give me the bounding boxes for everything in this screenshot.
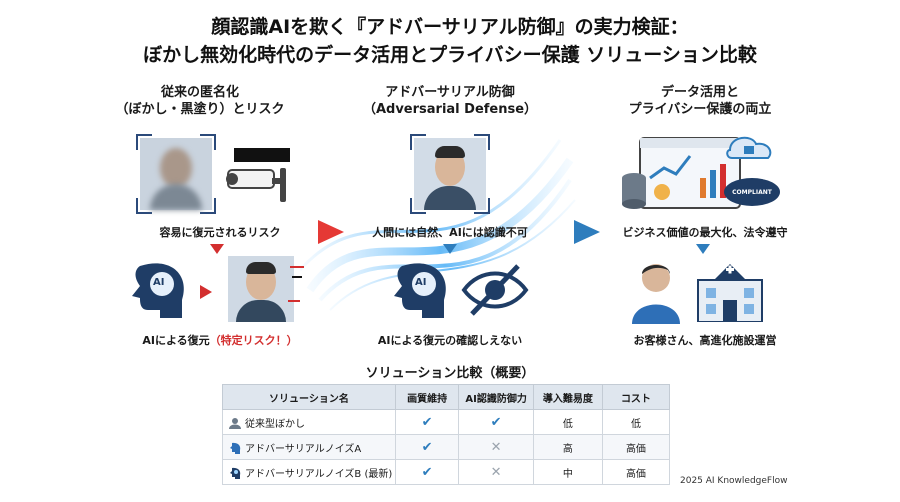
title-line-2: ぼかし無効化時代のデータ活用とプライバシー保護 ソリューション比較 <box>143 44 757 66</box>
right-head-line2: プライバシー保護の両立 <box>628 102 772 117</box>
check-icon: ✔ <box>421 414 433 430</box>
defense-cell: ✕ <box>458 434 534 460</box>
left-ai-label: AI <box>153 277 165 288</box>
facility-building-icon <box>697 264 763 322</box>
difficulty-cell: 中 <box>532 459 603 485</box>
blurred-face-photo <box>136 134 216 214</box>
left-caption-top: 容易に復元されるリスク <box>159 226 281 239</box>
quality-cell: ✔ <box>394 434 460 460</box>
column-header: コスト <box>601 384 671 410</box>
restored-face-photo <box>228 256 294 322</box>
column-header: 画質維持 <box>394 384 460 410</box>
customer-icon <box>632 264 680 324</box>
defense-cell: ✔ <box>458 409 534 435</box>
check-icon: ✔ <box>421 464 433 480</box>
glitch-line <box>290 266 304 268</box>
red-right-arrow <box>200 285 212 299</box>
footer-credit: 2025 AI KnowledgeFlow <box>680 476 788 486</box>
table-row: アドバーサリアルノイズA ✔ ✕ 高 高価 <box>222 434 671 460</box>
middle-ai-label: AI <box>415 277 427 288</box>
right-caption-bottom: お客様さん、高進化施設運営 <box>633 334 777 347</box>
middle-column-heading: アドバーサリアル防御 （Adversarial Defense） <box>340 84 560 118</box>
defense-cell: ✕ <box>458 459 534 485</box>
solution-name-cell: 従来型ぼかし <box>222 409 396 435</box>
blue-down-arrow <box>443 244 457 254</box>
glitch-line <box>288 300 300 302</box>
data-dashboard-illustration <box>622 136 772 209</box>
left-caption-bottom: AIによる復元（特定リスク！） <box>120 332 320 348</box>
quality-cell: ✔ <box>394 409 460 435</box>
cost-cell: 低 <box>601 409 671 435</box>
left-caption-bottom-red: （特定リスク！） <box>209 334 298 347</box>
left-column-heading: 従来の匿名化 （ぼかし・黒塗り）とリスク <box>100 84 300 118</box>
check-icon: ✔ <box>490 414 502 430</box>
quality-cell: ✔ <box>394 459 460 485</box>
solution-name: アドバーサリアルノイズA <box>245 443 362 455</box>
compliant-seal: COMPLIANT <box>724 178 780 206</box>
ai-head-icon <box>132 263 184 318</box>
solution-name: アドバーサリアルノイズB (最新) <box>245 468 393 480</box>
difficulty-cell: 低 <box>532 409 603 435</box>
solution-name-cell: アドバーサリアルノイズA <box>222 434 396 460</box>
head-profile-icon <box>230 442 241 454</box>
protected-face-photo <box>410 134 490 214</box>
solution-name: 従来型ぼかし <box>245 418 305 430</box>
cross-icon: ✕ <box>490 439 502 455</box>
glitch-line <box>292 276 302 278</box>
table-header-row: ソリューション名 画質維持 AI認識防御力 導入難易度 コスト <box>222 384 671 410</box>
left-head-line1: 従来の匿名化 <box>160 85 239 100</box>
comparison-table: ソリューション名 画質維持 AI認識防御力 導入難易度 コスト 従来型ぼかし ✔… <box>222 384 671 485</box>
solution-name-cell: アドバーサリアルノイズB (最新) <box>222 459 396 485</box>
cost-cell: 高価 <box>601 459 671 485</box>
middle-head-line2: （Adversarial Defense） <box>362 102 538 117</box>
title-line-1: 顔認識AIを欺く『アドバーサリアル防御』の実力検証： <box>211 16 689 38</box>
big-blue-arrow <box>574 220 600 244</box>
ai-head-icon <box>394 263 446 318</box>
red-down-arrow <box>210 244 224 254</box>
right-caption-top: ビジネス価値の最大化、法令遵守 <box>622 226 788 239</box>
cost-cell: 高価 <box>601 434 671 460</box>
security-camera-icon <box>226 168 286 202</box>
middle-head-line1: アドバーサリアル防御 <box>385 85 515 100</box>
table-row: 従来型ぼかし ✔ ✔ 低 低 <box>222 409 671 435</box>
difficulty-cell: 高 <box>532 434 603 460</box>
crossed-eye-icon <box>461 264 529 316</box>
right-head-line1: データ活用と <box>660 85 739 100</box>
redaction-bar <box>234 148 290 162</box>
middle-caption-bottom: AIによる復元の確認しえない <box>377 334 523 347</box>
left-head-line2: （ぼかし・黒塗り）とリスク <box>115 102 285 117</box>
check-icon: ✔ <box>421 439 433 455</box>
comparison-heading: ソリューション比較（概要） <box>365 366 535 381</box>
cross-icon: ✕ <box>490 464 502 480</box>
column-header: ソリューション名 <box>222 384 396 410</box>
left-caption-bottom-main: AIによる復元 <box>142 334 210 347</box>
ai-head-small-icon <box>230 467 241 479</box>
table-row: アドバーサリアルノイズB (最新) ✔ ✕ 中 高価 <box>222 459 671 485</box>
column-header: 導入難易度 <box>532 384 603 410</box>
right-column-heading: データ活用と プライバシー保護の両立 <box>590 84 810 118</box>
person-icon <box>229 417 241 429</box>
big-red-arrow <box>318 220 344 244</box>
blue-down-arrow <box>696 244 710 254</box>
middle-caption-top: 人間には自然、AIには認識不可 <box>372 226 528 239</box>
column-header: AI認識防御力 <box>458 384 534 410</box>
